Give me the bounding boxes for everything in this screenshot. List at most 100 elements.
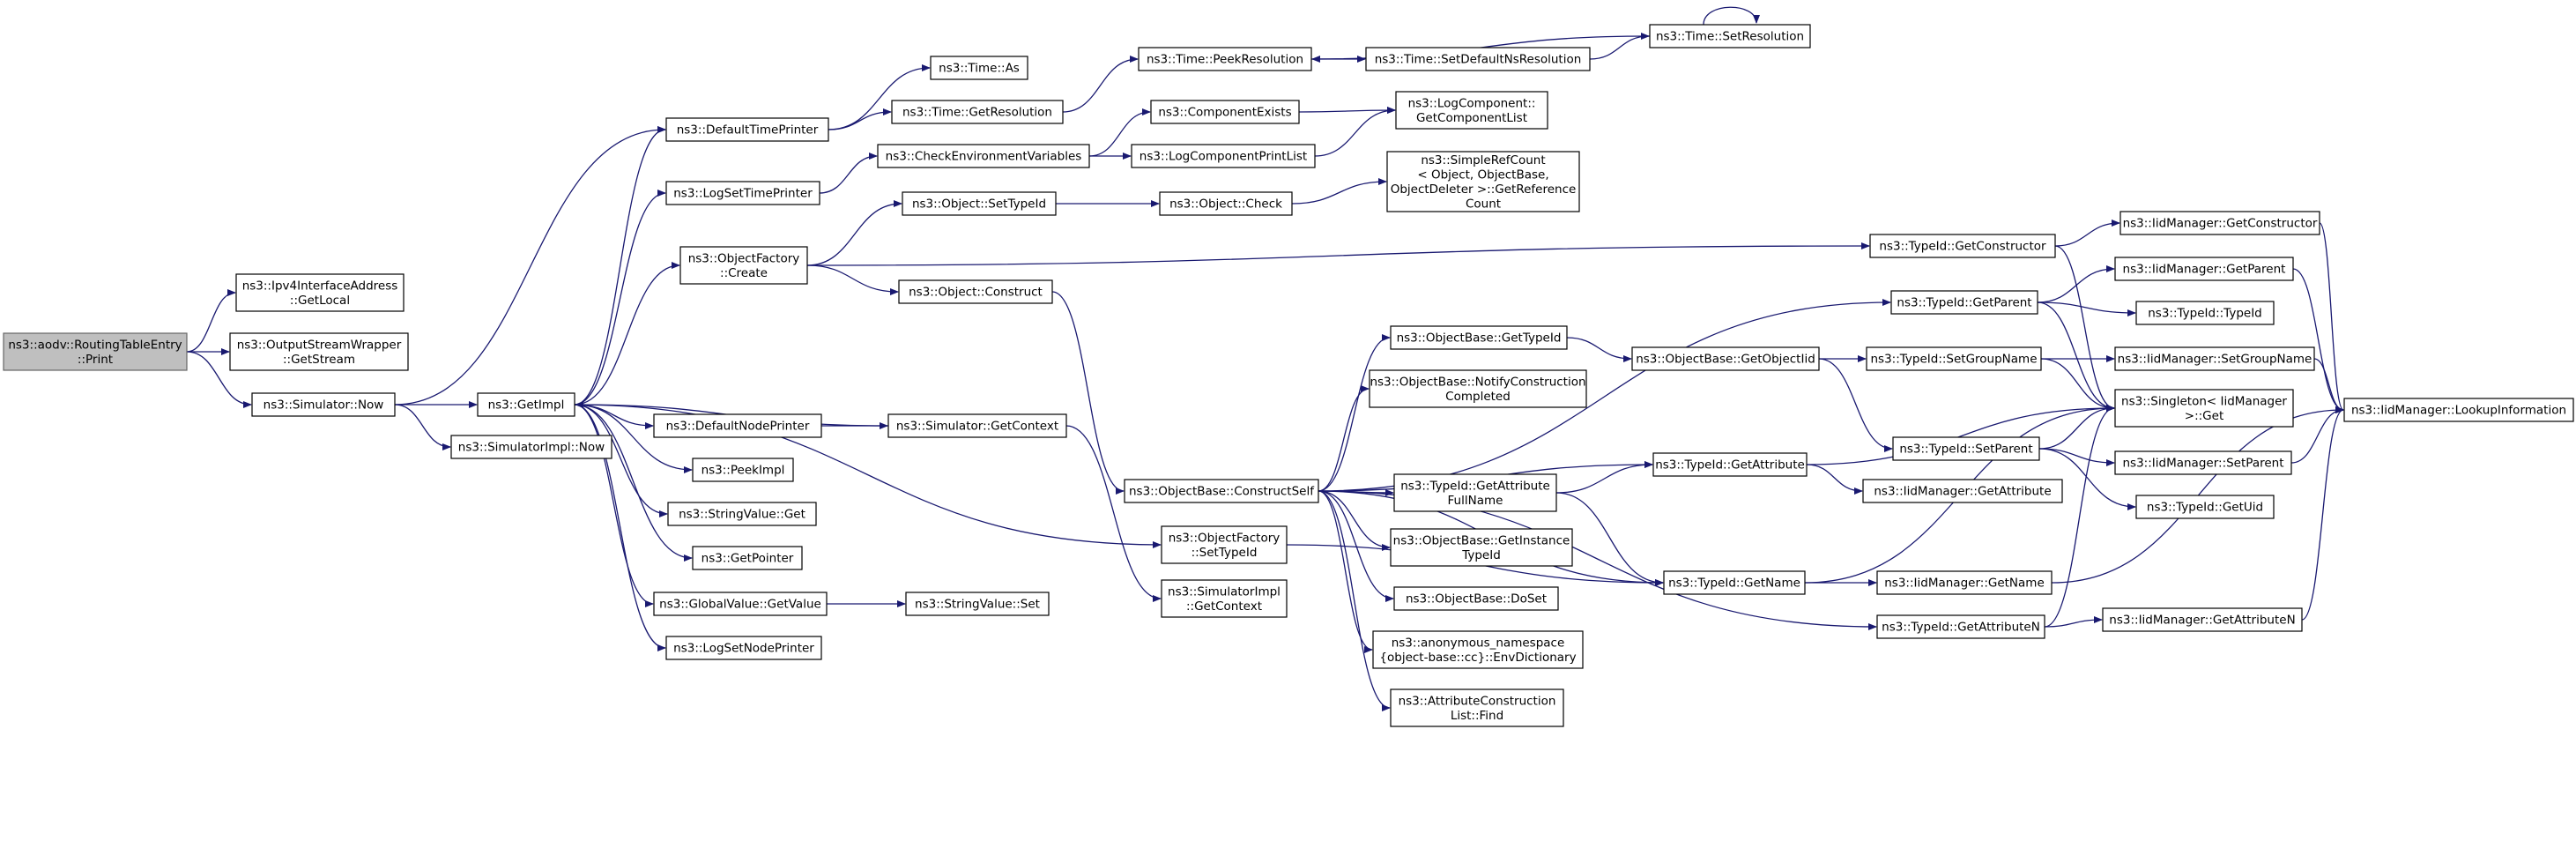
node-simnow[interactable]: ns3::Simulator::Now	[251, 392, 396, 417]
node-timegetres[interactable]: ns3::Time::GetResolution	[891, 100, 1064, 124]
node-tidgetattr[interactable]: ns3::TypeId::GetAttribute	[1652, 452, 1808, 477]
node-box	[251, 392, 396, 417]
node-defaultnodeprinter[interactable]: ns3::DefaultNodePrinter	[653, 413, 822, 438]
node-outstream[interactable]: ns3::OutputStreamWrapper::GetStream	[229, 332, 409, 371]
node-getimpl[interactable]: ns3::GetImpl	[477, 392, 575, 417]
node-label: ns3::Time::As	[939, 62, 1020, 76]
call-edge-logcompprint-to-logcomplist	[1314, 107, 1396, 157]
node-getpointer[interactable]: ns3::GetPointer	[692, 546, 803, 570]
node-objcheck[interactable]: ns3::Object::Check	[1159, 191, 1293, 216]
node-obgettypeid[interactable]: ns3::ObjectBase::GetTypeId	[1390, 325, 1568, 350]
node-stringvalueset[interactable]: ns3::StringValue::Set	[905, 592, 1050, 616]
node-defaulttimeprinter[interactable]: ns3::DefaultTimePrinter	[665, 117, 829, 142]
node-box	[665, 117, 829, 142]
node-simimplnow[interactable]: ns3::SimulatorImpl::Now	[450, 435, 612, 459]
call-edge-setres-to-setres	[1703, 6, 1760, 26]
node-tidgetconstructor[interactable]: ns3::TypeId::GetConstructor	[1869, 234, 2056, 258]
call-edge-iidsetgroupname-to-lookup	[2313, 358, 2344, 413]
call-edge-iidgetattrn-to-lookup	[2301, 406, 2344, 621]
node-label: ns3::TypeId::GetConstructor	[1879, 240, 2046, 254]
node-label: ns3::StringValue::Set	[915, 598, 1040, 612]
node-label: ::GetStream	[283, 353, 355, 367]
node-box	[1131, 144, 1316, 168]
node-singleton[interactable]: ns3::Singleton< IidManager>::Get	[2114, 389, 2294, 428]
node-box	[1390, 528, 1573, 567]
node-box	[450, 435, 612, 459]
node-simimplgetcontext[interactable]: ns3::SimulatorImpl::GetContext	[1161, 579, 1288, 618]
node-obnotify[interactable]: ns3::ObjectBase::NotifyConstructionCompl…	[1369, 369, 1587, 408]
node-label: ns3::IidManager::GetAttributeN	[2109, 614, 2295, 628]
node-tidgetparent[interactable]: ns3::TypeId::GetParent	[1890, 290, 2038, 315]
node-box	[1393, 586, 1559, 611]
node-stringvalueget[interactable]: ns3::StringValue::Get	[667, 502, 817, 526]
node-tidgetattrn[interactable]: ns3::TypeId::GetAttributeN	[1876, 614, 2045, 639]
node-label: ns3::anonymous_namespace	[1392, 636, 1565, 650]
call-edge-tidsetparent-to-iidsetparent	[2038, 448, 2115, 466]
node-timeas[interactable]: ns3::Time::As	[930, 56, 1028, 80]
node-setdefaultns[interactable]: ns3::Time::SetDefaultNsResolution	[1365, 47, 1591, 71]
node-obdoset[interactable]: ns3::ObjectBase::DoSet	[1393, 586, 1559, 611]
node-ipv4getlocal[interactable]: ns3::Ipv4InterfaceAddress::GetLocal	[235, 273, 405, 312]
node-tidgetname[interactable]: ns3::TypeId::GetName	[1663, 570, 1806, 595]
node-box	[3, 332, 188, 371]
node-simplerefcount[interactable]: ns3::SimpleRefCount< Object, ObjectBase,…	[1386, 151, 1580, 212]
node-label: ::GetContext	[1186, 599, 1262, 614]
node-peekimpl[interactable]: ns3::PeekImpl	[692, 458, 794, 482]
node-label: ns3::TypeId::GetAttribute	[1400, 479, 1550, 493]
node-iidgetname[interactable]: ns3::IidManager::GetName	[1876, 570, 2053, 595]
call-edges	[186, 6, 2344, 711]
node-logsetnodeprinter[interactable]: ns3::LogSetNodePrinter	[665, 636, 822, 660]
node-objfactorycreate[interactable]: ns3::ObjectFactory::Create	[679, 246, 808, 285]
node-box	[692, 458, 794, 482]
node-root[interactable]: ns3::aodv::RoutingTableEntry::Print	[3, 332, 188, 371]
node-iidgetconstructor[interactable]: ns3::IidManager::GetConstructor	[2119, 211, 2320, 235]
node-iidgetattr[interactable]: ns3::IidManager::GetAttribute	[1862, 479, 2063, 503]
node-ofsettypeid[interactable]: ns3::ObjectFactory::SetTypeId	[1161, 525, 1288, 564]
node-setres[interactable]: ns3::Time::SetResolution	[1649, 24, 1811, 48]
node-tidtypeid[interactable]: ns3::TypeId::TypeId	[2135, 301, 2275, 325]
node-logcomplist[interactable]: ns3::LogComponent::GetComponentList	[1395, 91, 1548, 130]
node-tidsetparent[interactable]: ns3::TypeId::SetParent	[1892, 436, 2040, 461]
node-box	[898, 279, 1053, 304]
node-envdict[interactable]: ns3::anonymous_namespace{object-base::cc…	[1372, 630, 1584, 669]
node-tidsetgroupname[interactable]: ns3::TypeId::SetGroupName	[1866, 346, 2042, 371]
node-label: GetComponentList	[1416, 111, 1527, 125]
node-tidgetuid[interactable]: ns3::TypeId::GetUid	[2135, 495, 2275, 519]
node-label: ns3::GetPointer	[702, 552, 794, 566]
node-objsettypeid[interactable]: ns3::Object::SetTypeId	[902, 191, 1057, 216]
node-peekres[interactable]: ns3::Time::PeekResolution	[1138, 47, 1312, 71]
call-edge-getimpl-to-defaulttimeprinter	[574, 126, 666, 406]
node-checkenv[interactable]: ns3::CheckEnvironmentVariables	[877, 144, 1090, 168]
node-iidsetgroupname[interactable]: ns3::IidManager::SetGroupName	[2114, 346, 2315, 371]
call-edge-objcheck-to-simplerefcount	[1291, 178, 1387, 205]
node-label: ns3::LogComponentPrintList	[1140, 150, 1307, 164]
call-edge-objfactorycreate-to-objsettypeid	[806, 200, 902, 266]
node-compexists[interactable]: ns3::ComponentExists	[1150, 100, 1300, 124]
node-iidgetattrn[interactable]: ns3::IidManager::GetAttributeN	[2102, 607, 2303, 632]
node-box	[1890, 290, 2038, 315]
node-objconstruct[interactable]: ns3::Object::Construct	[898, 279, 1053, 304]
node-box	[1150, 100, 1300, 124]
call-edge-logsettimeprinter-to-checkenv	[819, 153, 878, 194]
node-logcompprint[interactable]: ns3::LogComponentPrintList	[1131, 144, 1316, 168]
node-label: ns3::Simulator::GetContext	[896, 420, 1058, 434]
call-edge-tidgetparent-to-singleton	[2037, 301, 2115, 412]
node-obgetobjectiid[interactable]: ns3::ObjectBase::GetObjectIid	[1631, 346, 1820, 371]
node-iidsetparent[interactable]: ns3::IidManager::SetParent	[2114, 450, 2292, 475]
node-iidgetparent[interactable]: ns3::IidManager::GetParent	[2114, 257, 2294, 281]
node-box	[1161, 525, 1288, 564]
node-box	[1631, 346, 1820, 371]
node-label: ns3::TypeId::SetParent	[1899, 443, 2032, 457]
call-edge-defaulttimeprinter-to-timeas	[828, 64, 931, 130]
call-edge-root-to-ipv4getlocal	[186, 289, 236, 353]
node-logsettimeprinter[interactable]: ns3::LogSetTimePrinter	[665, 181, 820, 205]
node-label: ns3::IidManager::GetName	[1884, 577, 2045, 591]
node-label: ns3::TypeId::GetAttribute	[1655, 458, 1805, 473]
node-lookup[interactable]: ns3::IidManager::LookupInformation	[2343, 398, 2574, 422]
node-simgetcontext[interactable]: ns3::Simulator::GetContext	[887, 413, 1067, 438]
node-globalvalueget[interactable]: ns3::GlobalValue::GetValue	[653, 592, 828, 616]
node-obconstructself[interactable]: ns3::ObjectBase::ConstructSelf	[1124, 479, 1319, 503]
